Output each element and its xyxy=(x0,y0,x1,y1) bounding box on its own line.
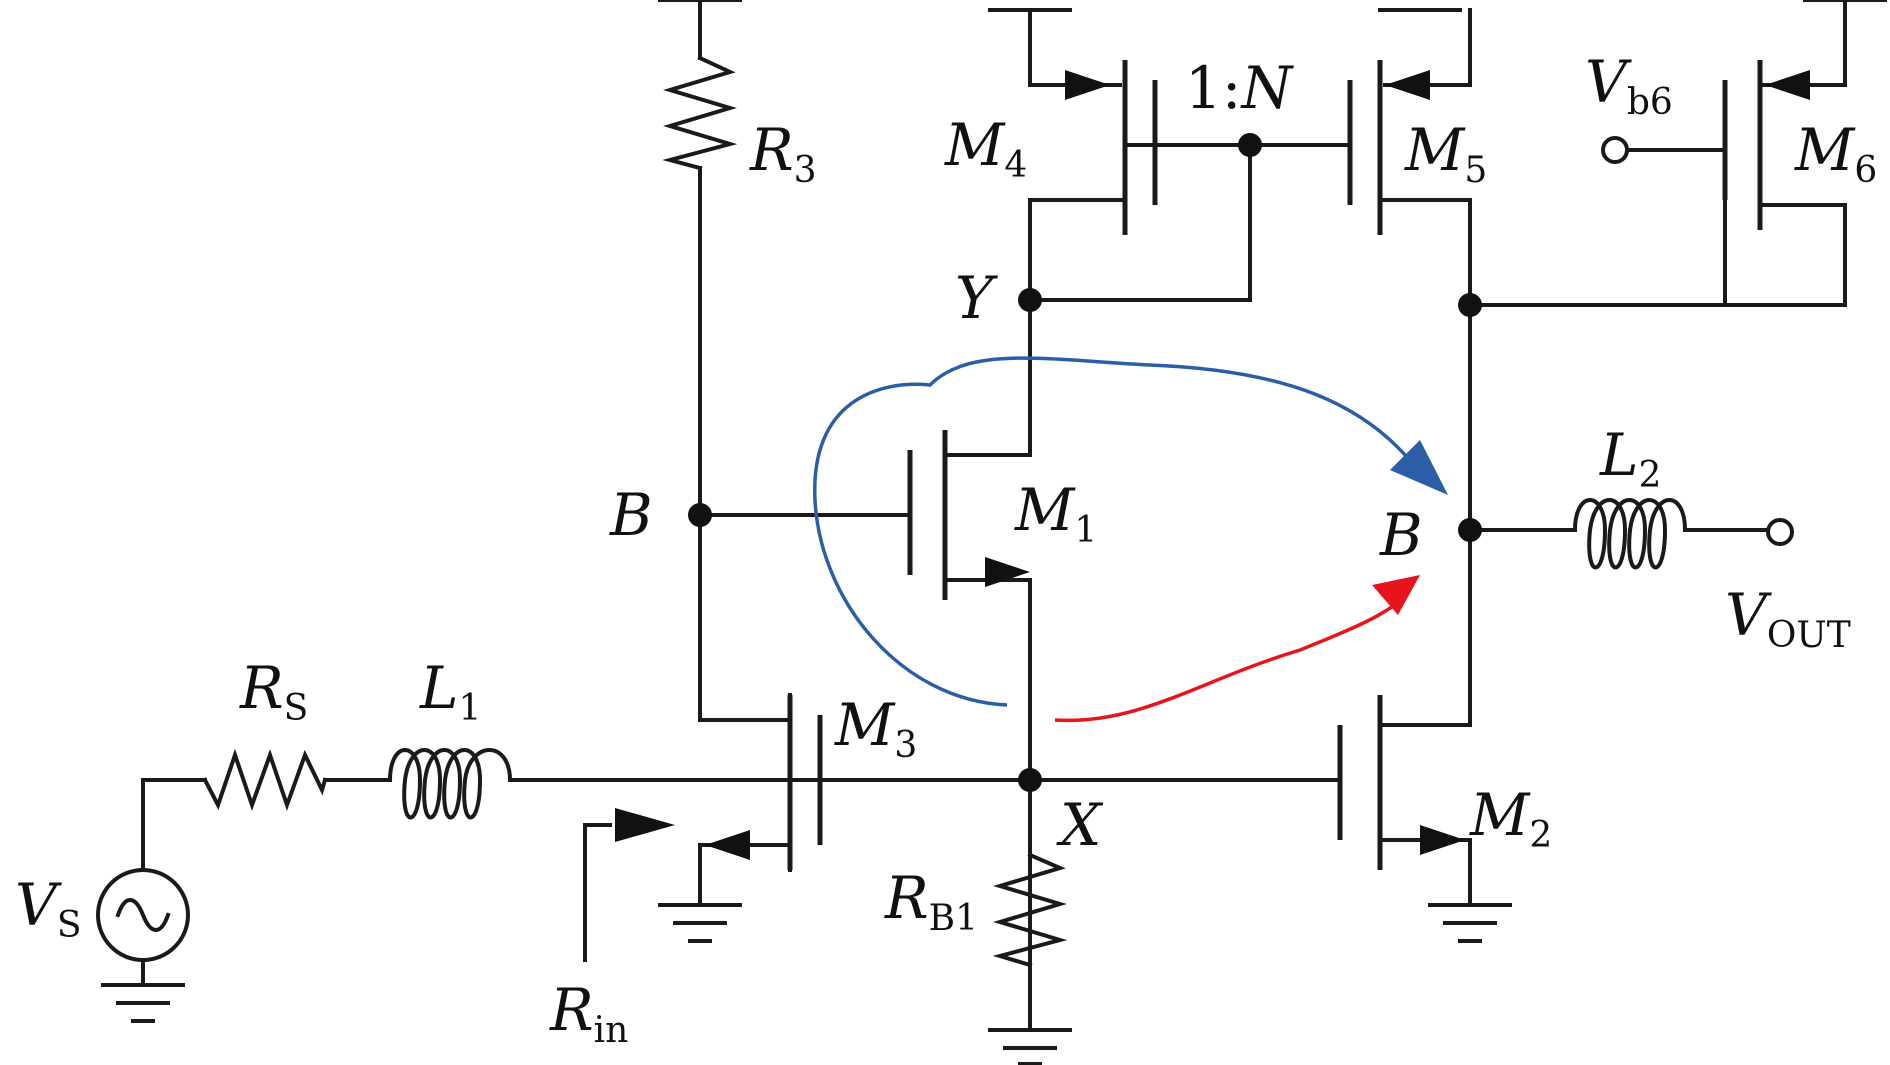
ground-rb1 xyxy=(988,1028,1072,1065)
label-rs: RS xyxy=(239,654,308,729)
label-vout: VOUT xyxy=(1725,581,1851,656)
label-m2: M2 xyxy=(1469,781,1552,856)
ground-m2 xyxy=(1428,903,1512,943)
rin-arrow-icon xyxy=(615,808,675,842)
label-ratio: 1:N xyxy=(1185,54,1294,122)
nodes xyxy=(688,133,1482,792)
transistor-m3 xyxy=(705,695,823,870)
label-vs: VS xyxy=(15,871,82,946)
label-vb6: Vb6 xyxy=(1585,48,1673,123)
label-m6: M6 xyxy=(1794,116,1877,191)
transistor-m1 xyxy=(907,430,1032,600)
ground-vs xyxy=(101,983,185,1023)
blue-signal-path xyxy=(813,356,1448,707)
resistor-r3 xyxy=(662,55,738,171)
label-l1: L1 xyxy=(419,654,481,729)
inductor-l1 xyxy=(387,748,513,820)
inductor-l2 xyxy=(1572,498,1688,570)
transistor-m5 xyxy=(1347,60,1430,235)
label-rin: Rin xyxy=(549,976,628,1051)
resistor-rb1 xyxy=(992,852,1068,968)
ground-m3 xyxy=(658,903,742,943)
red-signal-path xyxy=(1054,575,1420,723)
label-m1: M1 xyxy=(1014,476,1097,551)
label-b-left: B xyxy=(609,481,653,549)
transistor-m2 xyxy=(1337,695,1465,870)
label-r3: R3 xyxy=(749,116,817,191)
label-b-right: B xyxy=(1379,501,1423,569)
label-m5: M5 xyxy=(1404,116,1487,191)
transistor-m4 xyxy=(1065,60,1158,235)
transistor-m6 xyxy=(1722,60,1810,230)
label-y: Y xyxy=(955,264,998,332)
terminal-vb6 xyxy=(1601,136,1629,164)
label-x: X xyxy=(1056,791,1104,859)
terminal-vout xyxy=(1766,518,1794,546)
label-rb1: RB1 xyxy=(884,864,978,939)
voltage-source-vs xyxy=(96,868,190,962)
label-m4: M4 xyxy=(944,111,1027,186)
label-m3: M3 xyxy=(834,691,917,766)
resistor-rs xyxy=(202,748,328,812)
label-l2: L2 xyxy=(1599,421,1661,496)
